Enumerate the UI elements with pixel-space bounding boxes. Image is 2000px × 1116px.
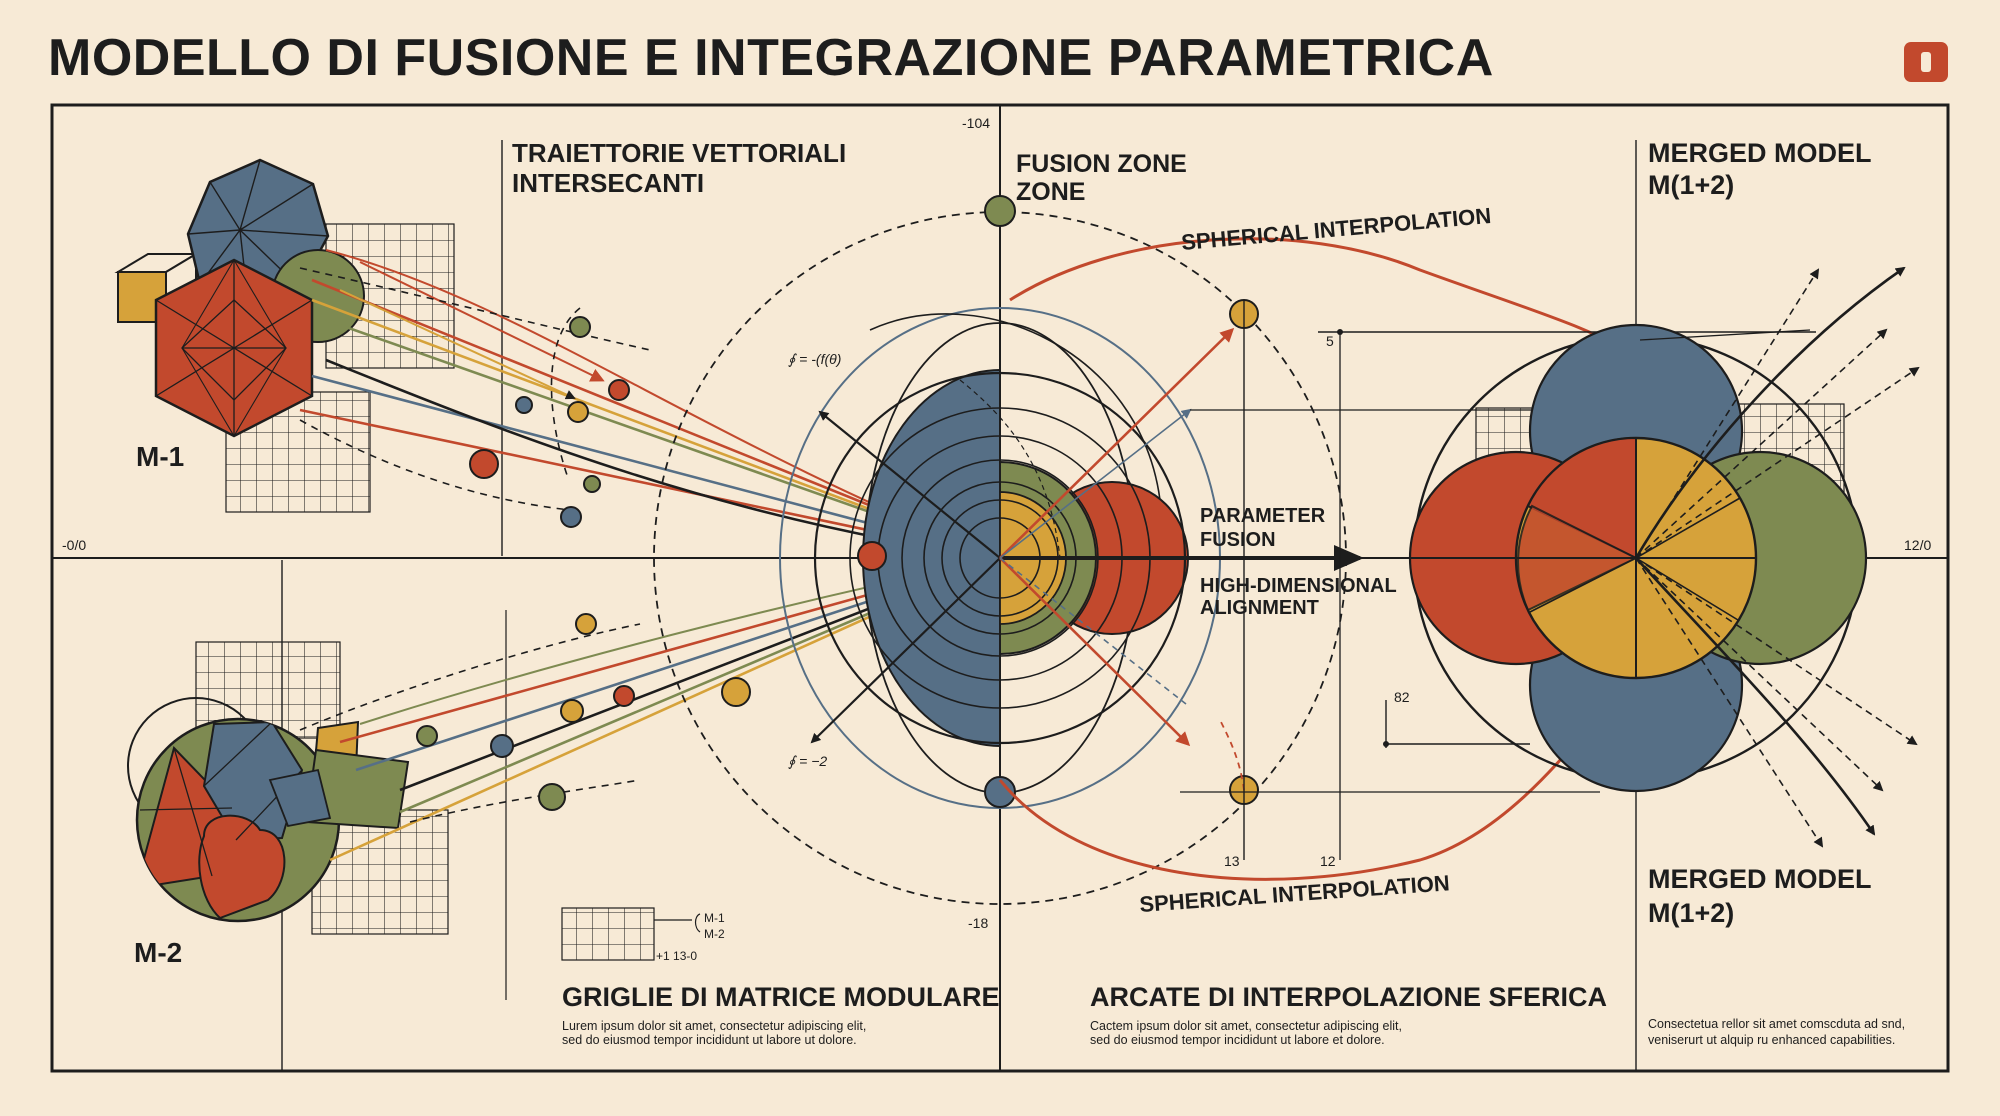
fusion-zone-title-1: FUSION ZONE (1016, 150, 1187, 178)
section-2-title: ARCATE DI INTERPOLAZIONE SFERICA (1090, 982, 1607, 1012)
trajectories-title-2: INTERSECANTI (512, 168, 704, 198)
labels: M-1 M-2 TRAIETTORIE VETTORIALI INTERSECA… (62, 115, 1931, 1047)
merged-model-top-2: M(1+2) (1648, 170, 1734, 200)
legend-note: +1 13-0 (656, 949, 697, 963)
formula-bottom: ∮ = −2 (788, 753, 827, 769)
legend-m2: M-2 (704, 927, 725, 941)
tick-12: 12 (1320, 853, 1336, 869)
section-3-line1: Consectetua rellor sit amet comscduta ad… (1648, 1017, 1905, 1031)
page-title: MODELLO DI FUSIONE E INTEGRAZIONE PARAME… (48, 29, 1494, 87)
section-1-line2: sed do eiusmod tempor incididunt ut labo… (562, 1033, 857, 1047)
spherical-arcs (998, 237, 1816, 881)
merged-model (1386, 323, 1868, 793)
parameter-fusion-2: FUSION (1200, 529, 1276, 551)
m2-shapes (127, 697, 410, 923)
merged-model-bottom-1: MERGED MODEL (1648, 864, 1872, 894)
alignment-1: HIGH-DIMENSIONAL (1200, 575, 1397, 597)
trajectory-nodes (416, 316, 751, 811)
merged-model-bottom-2: M(1+2) (1648, 898, 1734, 928)
trajectories-title-1: TRAIETTORIE VETTORIALI (512, 138, 846, 168)
m1-shapes (114, 158, 365, 438)
axis-bottom-label: -18 (968, 915, 988, 931)
tick-82: 82 (1394, 689, 1410, 705)
m1-label: M-1 (136, 441, 184, 472)
tick-5: 5 (1326, 333, 1334, 349)
formula-top: ∮ = -(f(θ) (788, 351, 841, 367)
legend-m1: M-1 (704, 911, 725, 925)
section-2-line1: Cactem ipsum dolor sit amet, consectetur… (1090, 1019, 1402, 1033)
fusion-zone-title-2: ZONE (1016, 178, 1085, 206)
merged-model-top-1: MERGED MODEL (1648, 138, 1872, 168)
fusion-rays (810, 327, 1364, 747)
section-2-line2: sed do eiusmod tempor incididunt ut labo… (1090, 1033, 1385, 1047)
m2-label: M-2 (134, 937, 182, 968)
legend-grid (561, 907, 701, 961)
section-3-line2: veniserurt ut alquip ru enhanced capabil… (1648, 1033, 1895, 1047)
tick-13: 13 (1224, 853, 1240, 869)
badge-glyph (1921, 52, 1931, 72)
section-1-title: GRIGLIE DI MATRICE MODULARE (562, 982, 999, 1012)
axis-right-label: 12/0 (1904, 537, 1931, 553)
section-1-line1: Lurem ipsum dolor sit amet, consectetur … (562, 1019, 866, 1033)
m2-grid (195, 641, 449, 935)
axis-top-label: -104 (962, 115, 990, 131)
merged-output-arrows (1634, 266, 1920, 848)
corner-badge[interactable] (1904, 42, 1948, 82)
axis-left-label: -0/0 (62, 537, 86, 553)
alignment-2: ALIGNMENT (1200, 597, 1319, 619)
parameter-fusion-1: PARAMETER (1200, 505, 1326, 527)
